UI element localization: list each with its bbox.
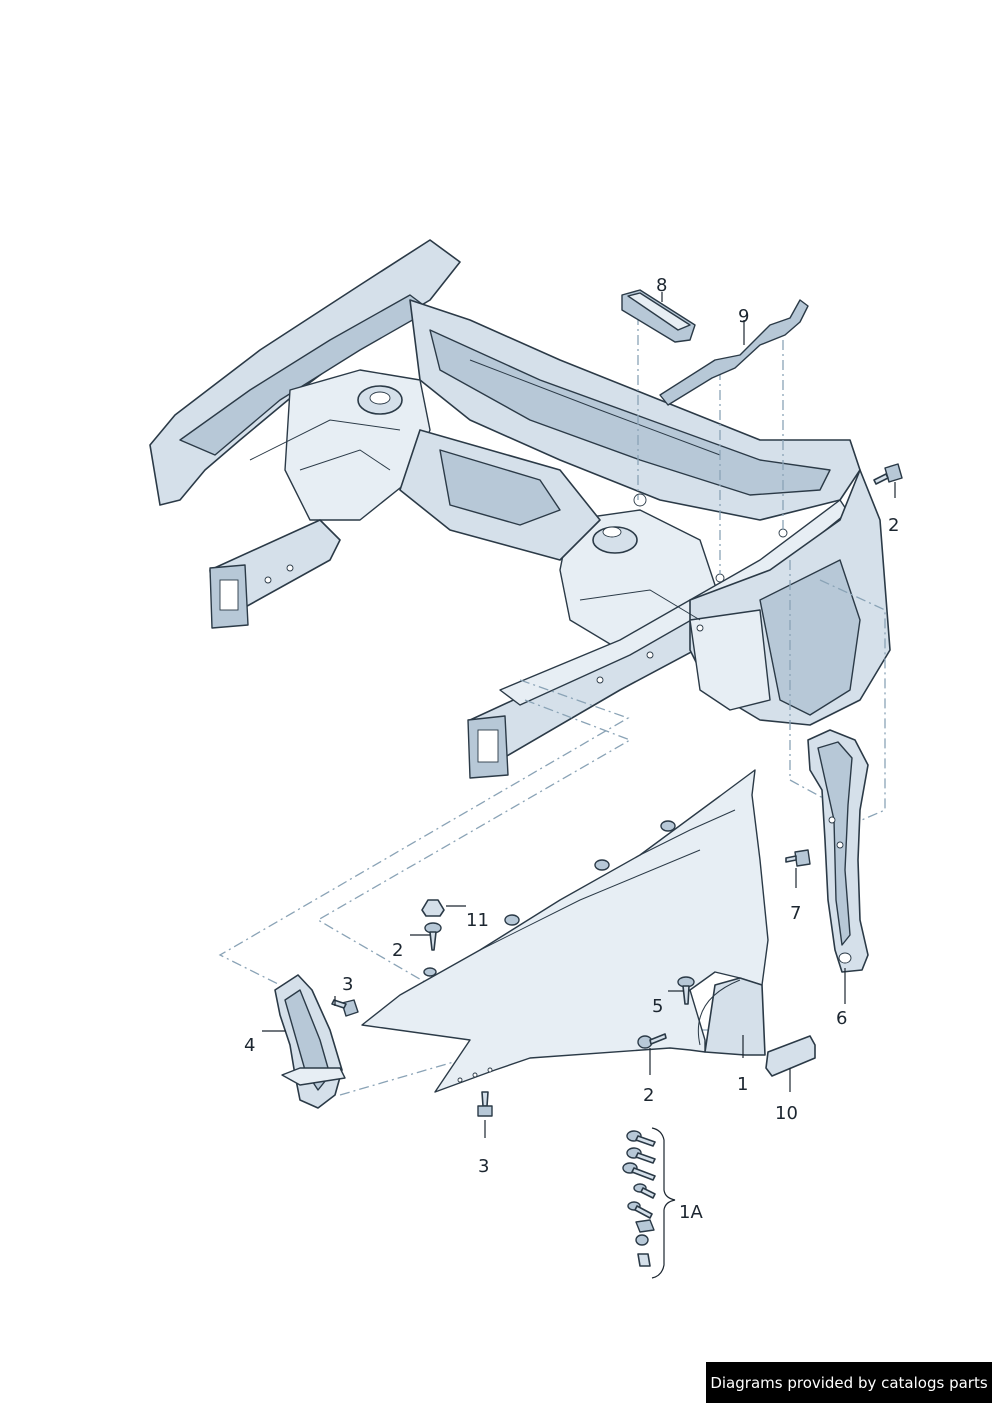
screw-2-mid [424, 922, 442, 951]
cap-nut-11 [421, 899, 445, 917]
callout-6: 6 [836, 1008, 847, 1029]
bolt-2-top [873, 463, 903, 485]
part-8-bracket [621, 289, 696, 343]
part-10-cover [765, 1035, 816, 1077]
leader-lines [262, 292, 896, 1279]
bolt-3-bottom [477, 1091, 493, 1117]
callout-1A: 1A [679, 1202, 703, 1223]
callout-8: 8 [656, 275, 667, 296]
bolt-3-left [331, 999, 359, 1017]
callout-labels: 8 9 2 7 6 11 2 3 4 5 2 1 10 3 1A [244, 275, 899, 1223]
callout-1: 1 [737, 1074, 748, 1095]
callout-7: 7 [790, 903, 801, 924]
callout-3-bottom: 3 [478, 1156, 489, 1177]
screw-7 [785, 849, 811, 867]
callout-11: 11 [466, 910, 489, 931]
part-1-fender [361, 769, 769, 1093]
callout-3-left: 3 [342, 974, 353, 995]
callout-9: 9 [738, 306, 749, 327]
part-6-trim-panel [807, 729, 869, 973]
attribution-text: Diagrams provided by catalogs parts [710, 1373, 988, 1392]
attribution-banner: Diagrams provided by catalogs parts [706, 1362, 992, 1403]
callout-2-top: 2 [888, 515, 899, 536]
body-front-structure [149, 239, 891, 779]
callout-10: 10 [775, 1103, 798, 1124]
fasteners [331, 463, 903, 1267]
callout-2-low: 2 [643, 1085, 654, 1106]
part-4-bracket [274, 974, 346, 1109]
fastener-kit-1A [622, 1130, 656, 1267]
callout-5: 5 [652, 996, 663, 1017]
screw-5 [677, 976, 695, 1005]
part-9-seal-strip [659, 299, 809, 406]
callout-4: 4 [244, 1035, 255, 1056]
callout-2-mid: 2 [392, 940, 403, 961]
bolt-2-low [637, 1033, 667, 1049]
